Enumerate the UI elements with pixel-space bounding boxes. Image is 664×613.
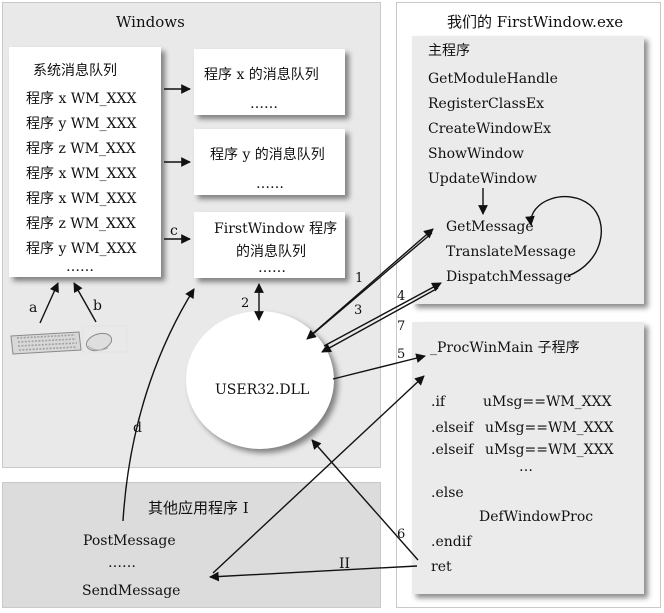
main-call: ShowWindow — [428, 146, 525, 162]
label-1: 1 — [355, 271, 364, 286]
winproc-elseif-keyword: .elseif — [431, 420, 474, 436]
message-loop-call: TranslateMessage — [446, 244, 576, 260]
system-queue-row: 程序 x WM_XXX — [26, 191, 137, 207]
firstwindow-title: 我们的 FirstWindow.exe — [447, 13, 624, 31]
queue-firstwindow-ellipsis: …… — [258, 260, 286, 276]
main-program-title: 主程序 — [428, 43, 470, 59]
winproc-ret-keyword: ret — [431, 559, 452, 575]
winproc-elseif-condition: uMsg==WM_XXX — [485, 442, 614, 458]
winproc-else-keyword: .else — [431, 485, 464, 501]
queue-firstwindow-title-line2: 的消息队列 — [236, 244, 306, 260]
winproc-if-keyword: .if — [431, 394, 446, 410]
label-2: 2 — [241, 296, 250, 311]
main-call: RegisterClassEx — [428, 96, 545, 112]
label-3: 3 — [354, 303, 363, 318]
label-II: II — [339, 556, 351, 572]
winproc-box — [412, 322, 644, 594]
winproc-dots: … — [519, 459, 533, 475]
main-call: UpdateWindow — [428, 171, 537, 187]
system-queue-ellipsis: …… — [66, 259, 94, 275]
system-queue-row: 程序 y WM_XXX — [26, 116, 137, 132]
windows-title: Windows — [116, 13, 185, 31]
winproc-default-call: DefWindowProc — [479, 509, 594, 525]
user32-dll-ellipse — [186, 311, 334, 449]
message-loop-call: DispatchMessage — [446, 269, 572, 285]
label-d: d — [133, 420, 142, 436]
queue-x-title: 程序 x 的消息队列 — [204, 67, 319, 83]
queue-firstwindow-title-line1: FirstWindow 程序 — [214, 221, 338, 237]
message-loop-call: GetMessage — [446, 219, 534, 235]
label-6: 6 — [397, 527, 406, 542]
queue-y-box — [194, 129, 345, 195]
label-4: 4 — [397, 289, 406, 304]
winproc-endif-keyword: .endif — [431, 534, 472, 550]
winproc-title: _ProcWinMain 子程序 — [430, 340, 580, 356]
send-message-call: SendMessage — [82, 583, 181, 599]
other-app-title: 其他应用程序 I — [148, 499, 249, 517]
label-7: 7 — [397, 319, 406, 334]
label-c: c — [170, 223, 178, 239]
winproc-elseif-keyword: .elseif — [431, 442, 474, 458]
main-call: GetModuleHandle — [428, 71, 558, 87]
system-queue-row: 程序 x WM_XXX — [26, 91, 137, 107]
queue-y-ellipsis: …… — [256, 176, 284, 192]
winproc-elseif-condition: uMsg==WM_XXX — [485, 420, 614, 436]
system-queue-row: 程序 y WM_XXX — [26, 241, 137, 257]
system-queue-row: 程序 z WM_XXX — [26, 141, 136, 157]
other-app-dots: …… — [108, 555, 136, 571]
main-program-box — [412, 36, 644, 304]
queue-x-box — [194, 49, 345, 115]
system-queue-row: 程序 z WM_XXX — [26, 216, 136, 232]
label-5: 5 — [397, 347, 406, 362]
label-a: a — [29, 300, 38, 316]
system-queue-box — [9, 47, 161, 277]
system-queue-title: 系统消息队列 — [33, 63, 117, 79]
winproc-if-condition: uMsg==WM_XXX — [483, 394, 612, 410]
main-call: CreateWindowEx — [428, 121, 552, 137]
label-b: b — [93, 298, 102, 314]
queue-x-ellipsis: …… — [250, 96, 278, 112]
queue-y-title: 程序 y 的消息队列 — [210, 147, 325, 163]
post-message-call: PostMessage — [83, 533, 176, 549]
user32-dll-label: USER32.DLL — [215, 382, 310, 398]
system-queue-row: 程序 x WM_XXX — [26, 166, 137, 182]
